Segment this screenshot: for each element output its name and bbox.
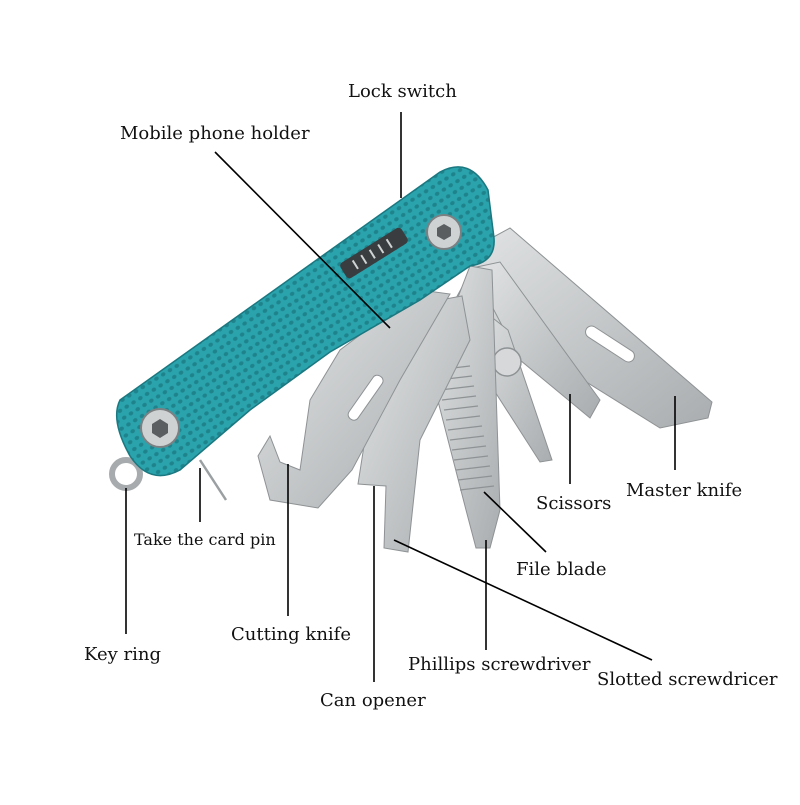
leader-lines <box>125 112 676 682</box>
label-can-opener: Can opener <box>320 690 426 711</box>
label-phillips-screwdriver: Phillips screwdriver <box>408 654 591 675</box>
screw-top-socket <box>437 224 451 240</box>
master-knife-slot <box>585 325 635 363</box>
label-cutting-knife: Cutting knife <box>231 624 351 645</box>
leader-file-blade <box>483 491 547 553</box>
card-pin <box>198 459 228 501</box>
label-master-knife: Master knife <box>626 480 743 501</box>
label-lock-switch: Lock switch <box>348 81 457 102</box>
cutting-knife-blade <box>257 289 451 509</box>
leader-mobile-phone-holder <box>214 151 391 329</box>
label-scissors: Scissors <box>536 493 612 514</box>
lock-switch-ridges <box>351 238 393 270</box>
cutting-knife-slot <box>347 374 384 421</box>
label-key-ring: Key ring <box>84 644 161 665</box>
leader-slotted-screwdriver <box>393 539 653 661</box>
label-take-the-card-pin: Take the card pin <box>134 530 276 549</box>
label-slotted-screwdriver: Slotted screwdricer <box>597 669 778 690</box>
screw-bottom-socket <box>152 419 168 438</box>
scissors-pivot <box>492 347 522 377</box>
label-mobile-phone-holder: Mobile phone holder <box>120 123 310 144</box>
label-file-blade: File blade <box>516 559 607 580</box>
